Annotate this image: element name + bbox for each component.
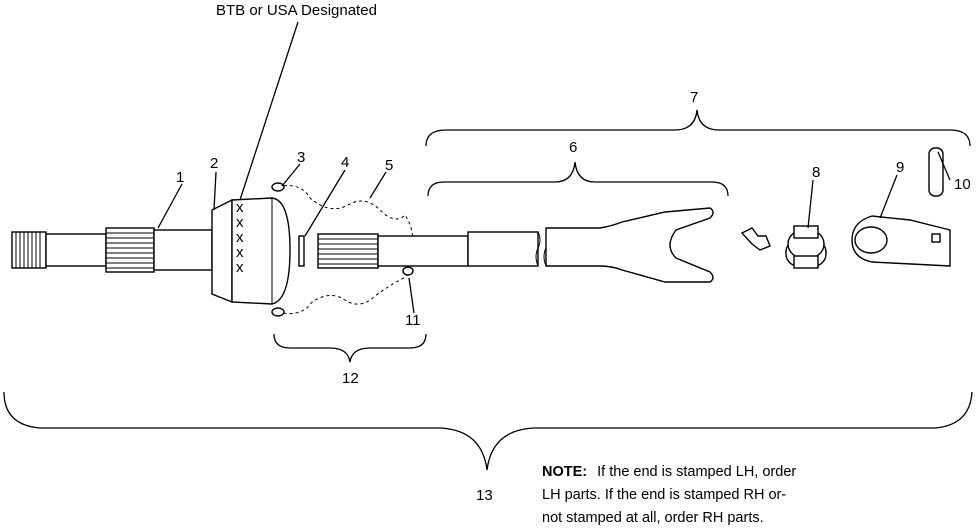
svg-text:NOTE: If the end is stam: NOTE: If the end is stamped LH, order — [542, 464, 796, 480]
stamp-mark-2: x — [236, 214, 244, 231]
leader-lines — [157, 151, 951, 314]
grease-fitting-small — [402, 266, 414, 276]
u-joint-cross — [740, 225, 827, 269]
inner-shaft — [317, 231, 539, 269]
callout-5: 5 — [385, 157, 393, 174]
cv-joint-housing: x x x x x — [211, 197, 291, 305]
snap-ring — [298, 235, 305, 267]
roll-pin — [928, 147, 944, 197]
callout-12: 12 — [342, 370, 359, 387]
stamp-mark-5: x — [236, 259, 244, 276]
slip-yoke — [545, 207, 714, 283]
callout-13: 13 — [476, 487, 493, 504]
yoke — [851, 215, 951, 267]
callout-11: 11 — [405, 312, 421, 329]
note-line-1: If the end is stamped LH, order — [597, 464, 796, 480]
stamp-mark-4: x — [236, 244, 244, 261]
designation-label: BTB or USA Designated — [216, 2, 377, 19]
brace-12 — [273, 333, 427, 363]
brace-6 — [427, 161, 729, 197]
note-line-3: not stamped at all, order RH parts. — [542, 510, 764, 526]
callout-2: 2 — [210, 155, 218, 172]
boot-dashed-outline — [271, 182, 414, 317]
callout-9: 9 — [896, 159, 904, 176]
designation-leader — [237, 21, 299, 207]
note-line-2: LH parts. If the end is stamped RH or- — [542, 487, 786, 503]
brace-7 — [425, 109, 971, 147]
callout-8: 8 — [812, 164, 820, 181]
callout-1: 1 — [176, 169, 184, 186]
callout-3: 3 — [297, 149, 305, 166]
stamp-mark-1: x — [236, 199, 244, 216]
callout-4: 4 — [341, 154, 349, 171]
stamp-mark-3: x — [236, 229, 244, 246]
note-block: NOTE: If the end is stamped LH, order LH… — [542, 464, 796, 526]
callout-7: 7 — [690, 89, 698, 106]
callout-6: 6 — [569, 139, 577, 156]
note-heading: NOTE: — [542, 464, 587, 480]
brace-13 — [3, 391, 973, 471]
callout-10: 10 — [954, 176, 971, 193]
outer-stub-shaft — [11, 227, 213, 273]
